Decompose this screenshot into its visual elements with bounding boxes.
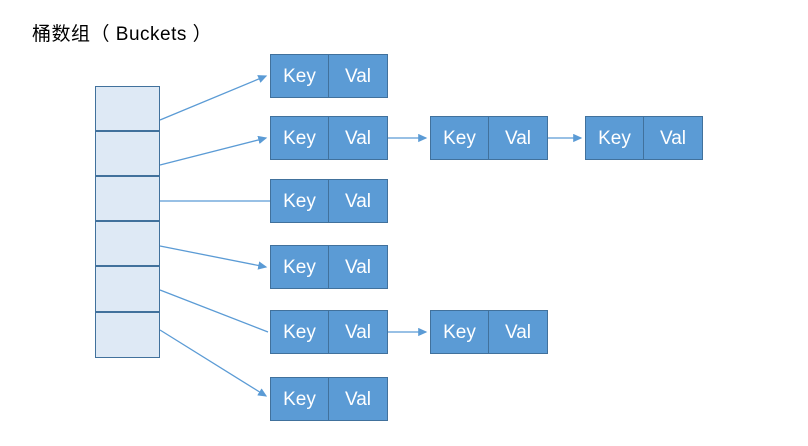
chain-4-node-0[interactable]: Key Val (270, 310, 388, 354)
page-title: 桶数组（ Buckets ） (32, 24, 213, 45)
connector-bucket-0 (159, 75, 268, 121)
chain-0-node-0-key: Key (271, 55, 329, 97)
bucket-cell-0[interactable] (95, 86, 160, 131)
chain-1-node-0-value: Val (344, 127, 372, 149)
chain-2-node-0-key: Key (271, 180, 329, 222)
bucket-cell-1[interactable] (95, 131, 160, 176)
chain-5-node-0-key: Key (271, 378, 329, 420)
chain-2-node-0-value: Val (344, 190, 372, 212)
chain-5-node-0-value: Val (344, 388, 372, 410)
chain-4-node-1-value: Val (504, 321, 532, 343)
chain-1-node-1-value: Val (504, 127, 532, 149)
chain-3-node-0[interactable]: Key Val (270, 245, 388, 289)
chain-1-node-2-value: Val (659, 127, 687, 149)
chain-1-node-0[interactable]: Key Val (270, 116, 388, 160)
chain-1-node-1-key: Key (431, 117, 489, 159)
chain-0-node-0-value: Val (344, 65, 372, 87)
connector-bucket-5 (159, 329, 268, 397)
bucket-cell-2[interactable] (95, 176, 160, 221)
bucket-cell-3[interactable] (95, 221, 160, 266)
chain-1-node-2[interactable]: Key Val (585, 116, 703, 160)
chain-4-node-1[interactable]: Key Val (430, 310, 548, 354)
chain-3-node-0-key: Key (271, 246, 329, 288)
bucket-cell-4[interactable] (95, 266, 160, 312)
chain-4-node-0-value: Val (344, 321, 372, 343)
chain-4-node-0-key: Key (271, 311, 329, 353)
chain-0-node-0[interactable]: Key Val (270, 54, 388, 98)
connector-bucket-3 (159, 245, 268, 270)
chain-5-node-0[interactable]: Key Val (270, 377, 388, 421)
chain-1-node-2-key: Key (586, 117, 644, 159)
chain-4-node-1-key: Key (431, 311, 489, 353)
chain-1-node-1[interactable]: Key Val (430, 116, 548, 160)
chain-1-node-0-key: Key (271, 117, 329, 159)
chain-3-node-0-value: Val (344, 256, 372, 278)
bucket-cell-5[interactable] (95, 312, 160, 358)
connector-bucket-1 (159, 135, 268, 166)
connector-bucket-4 (159, 289, 269, 333)
chain-2-node-0[interactable]: Key Val (270, 179, 388, 223)
